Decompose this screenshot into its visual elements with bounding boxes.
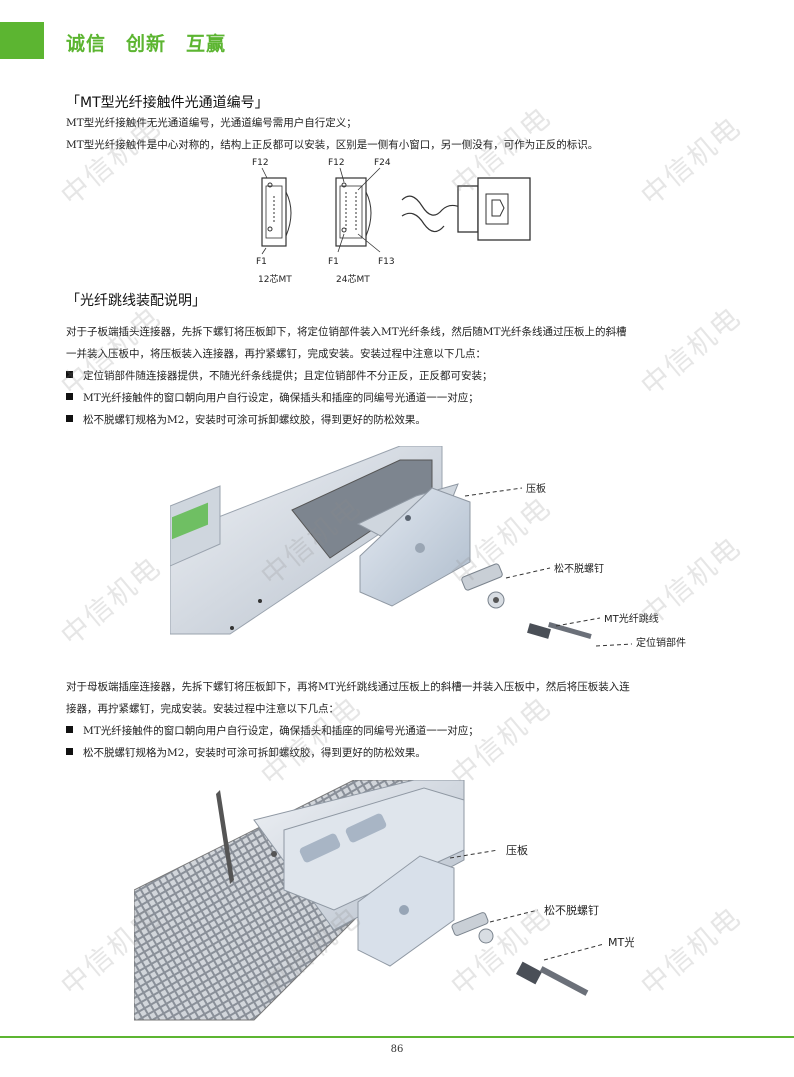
fig1-label-plate: 压板 — [526, 482, 546, 495]
label-12-f12: F12 — [252, 158, 269, 168]
fig2-label-screw: 松不脱螺钉 — [544, 903, 599, 917]
para1-line-1: 对于子板端插头连接器，先拆下螺钉将压板卸下，将定位销部件装入MT光纤条线，然后随… — [66, 326, 627, 338]
list-item: 松不脱螺钉规格为M2，安装时可涂可拆卸螺纹胶，得到更好的防松效果。 — [66, 742, 726, 764]
label-24-f12: F12 — [328, 158, 345, 168]
section1-line-2: MT型光纤接触件是中心对称的，结构上正反都可以安装，区别是一侧有小窗口，另一侧没… — [66, 139, 599, 151]
caption-12-core: 12芯MT — [258, 273, 292, 285]
header-green-block — [0, 22, 44, 59]
footer-rule — [0, 1036, 794, 1038]
square-bullet-icon — [66, 726, 73, 733]
list-item: MT光纤接触件的窗口朝向用户自行设定，确保插头和插座的同编号光通道一一对应； — [66, 720, 726, 742]
mt-24-core-drawing: F12 F24 F1 F13 24芯MT — [328, 158, 395, 285]
section1-paragraph: MT型光纤接触件无光通道编号，光通道编号需用户自行定义； MT型光纤接触件是中心… — [66, 112, 726, 156]
mt-channel-diagram: F12 F1 12芯MT F12 F24 F1 F13 24芯MT — [252, 158, 531, 285]
plug-assembly-figure: 压板 松不脱螺钉 MT光纤跳线 定位销部件 — [170, 446, 686, 649]
screw-part — [461, 563, 505, 609]
mt-12-core-drawing: F12 F1 12芯MT — [252, 158, 292, 285]
para1-line-2: 一并装入压板中，将压板装入连接器，再拧紧螺钉，完成安装。安装过程中注意以下几点： — [66, 348, 486, 360]
bullet-list-1: 定位销部件随连接器提供，不随光纤条线提供；且定位销部件不分正反，正反都可安装； … — [66, 365, 726, 431]
section-title-mt-channel: 「MT型光纤接触件光通道编号」 — [66, 95, 269, 111]
label-12-f1: F1 — [256, 257, 267, 267]
label-24-f13: F13 — [378, 257, 395, 267]
list-item: 松不脱螺钉规格为M2，安装时可涂可拆卸螺纹胶，得到更好的防松效果。 — [66, 409, 726, 431]
receptacle-assembly-figure: 压板 松不脱螺钉 MT光纤跳线 — [134, 780, 634, 1021]
section2-paragraph-2: 对于母板端插座连接器，先拆下螺钉将压板卸下，再将MT光纤跳线通过压板上的斜槽一并… — [66, 676, 726, 720]
label-24-f1: F1 — [328, 257, 339, 267]
section-title-jumper-assembly: 「光纤跳线装配说明」 — [66, 293, 206, 309]
page-number: 86 — [390, 1044, 404, 1055]
section2-paragraph-1: 对于子板端插头连接器，先拆下螺钉将压板卸下，将定位销部件装入MT光纤条线，然后随… — [66, 321, 726, 365]
watermark-text: 中信机电 — [54, 549, 168, 653]
label-24-f24: F24 — [374, 158, 391, 168]
fig1-label-jumper: MT光纤跳线 — [604, 612, 659, 625]
caption-24-core: 24芯MT — [336, 273, 370, 285]
fig1-label-pin: 定位销部件 — [636, 636, 686, 649]
fig2-label-plate: 压板 — [506, 843, 528, 857]
header-slogan: 诚信 创新 互赢 — [66, 33, 227, 55]
list-item: 定位销部件随连接器提供，不随光纤条线提供；且定位销部件不分正反，正反都可安装； — [66, 365, 726, 387]
screw-part-2 — [451, 912, 494, 944]
square-bullet-icon — [66, 415, 73, 422]
watermark-text: 中信机电 — [634, 899, 748, 1003]
square-bullet-icon — [66, 371, 73, 378]
mt-jumper-part — [527, 622, 592, 639]
mt-jumper-part-2 — [516, 961, 589, 996]
list-item: MT光纤接触件的窗口朝向用户自行设定，确保插头和插座的同编号光通道一一对应； — [66, 387, 726, 409]
square-bullet-icon — [66, 748, 73, 755]
section1-line-1: MT型光纤接触件无光通道编号，光通道编号需用户自行定义； — [66, 117, 357, 129]
bullet-list-2: MT光纤接触件的窗口朝向用户自行设定，确保插头和插座的同编号光通道一一对应； 松… — [66, 720, 726, 764]
para2-line-1: 对于母板端插座连接器，先拆下螺钉将压板卸下，再将MT光纤跳线通过压板上的斜槽一并… — [66, 681, 630, 693]
mt-side-view-drawing — [401, 177, 531, 241]
fig1-label-screw: 松不脱螺钉 — [554, 562, 604, 575]
fig2-label-jumper: MT光纤跳线 — [608, 935, 634, 949]
square-bullet-icon — [66, 393, 73, 400]
para2-line-2: 接器，再拧紧螺钉，完成安装。安装过程中注意以下几点： — [66, 703, 339, 715]
